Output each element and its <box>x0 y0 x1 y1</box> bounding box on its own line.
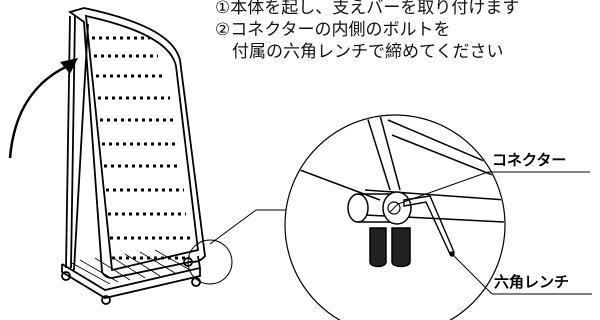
stand-body <box>61 7 206 305</box>
detail-circle <box>284 114 506 320</box>
hex-wrench-label: 六角レンチ <box>494 273 570 291</box>
instruction-step-2: ②コネクターの内側のボルトを <box>215 20 451 40</box>
magnify-leader-lines <box>209 209 290 245</box>
magnify-source-circle <box>187 239 233 285</box>
bolt-icon <box>387 201 401 215</box>
instruction-step-1: ①本体を起し、支えバーを取り付けます <box>215 0 520 18</box>
connector-label: コネクター <box>492 151 567 169</box>
instruction-step-2-cont: 付属の六角レンチで締めてください <box>232 42 504 62</box>
panel-perforations <box>92 36 190 260</box>
callout-leaders <box>397 171 592 295</box>
